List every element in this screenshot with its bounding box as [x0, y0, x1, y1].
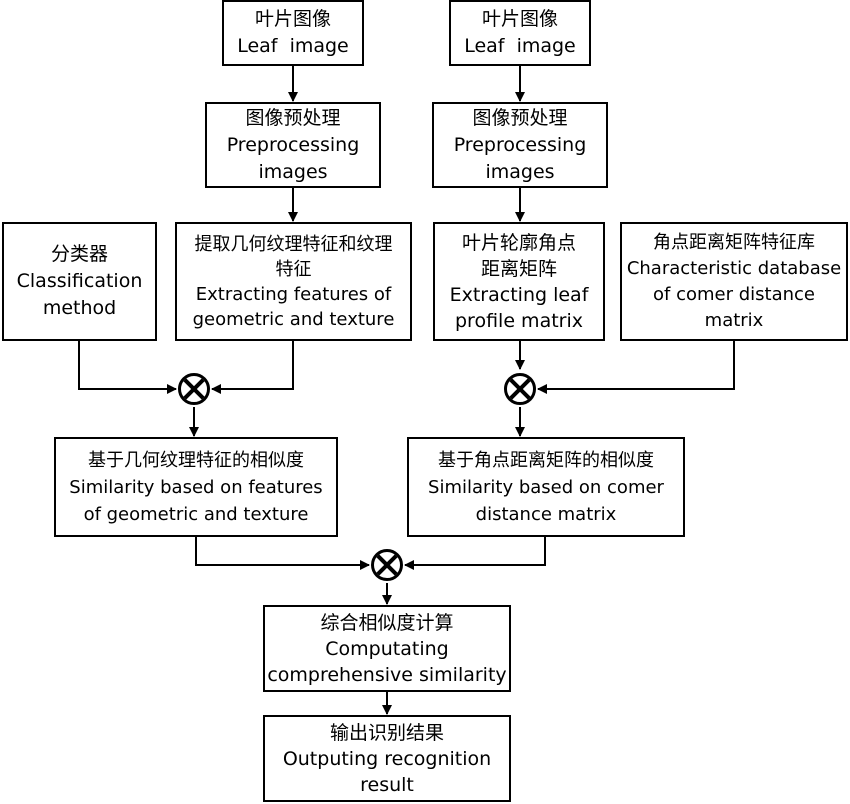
- extract-geo-en2: geometric and texture: [192, 308, 395, 330]
- classifier-en2: method: [42, 297, 117, 319]
- sim-corner-zh: 基于角点距离矩阵的相似度: [438, 449, 654, 471]
- comprehensive-en1: Computating: [325, 637, 449, 660]
- extract-leaf-profile-box: 叶片轮廓角点 距离矩阵 Extracting leaf profile matr…: [433, 222, 605, 341]
- similarity-corner-box: 基于角点距离矩阵的相似度 Similarity based on comer d…: [407, 437, 685, 537]
- leaf-image-box-right: 叶片图像 Leaf image: [449, 0, 591, 66]
- combine-operator-right-icon: [504, 373, 536, 405]
- classifier-box: 分类器 Classification method: [2, 222, 157, 341]
- line-sim-corner-to-op3: [404, 537, 546, 570]
- line-corner-db-to-op2: [537, 341, 735, 394]
- output-en1: Outputing recognition: [282, 747, 492, 770]
- extract-leaf-zh1: 叶片轮廓角点: [461, 231, 576, 254]
- leaf-image-left-zh: 叶片图像: [254, 8, 331, 30]
- preprocess-right-en2: images: [485, 160, 555, 183]
- extract-leaf-zh2: 距离矩阵: [480, 257, 557, 280]
- preprocess-box-left: 图像预处理 Preprocessing images: [205, 102, 381, 188]
- preprocess-right-zh: 图像预处理: [472, 106, 568, 129]
- line-sim-geo-to-op3: [195, 537, 370, 570]
- comprehensive-en2: comprehensive similarity: [267, 663, 507, 686]
- corner-db-zh: 角点距离矩阵特征库: [653, 231, 815, 253]
- leaf-image-right-en: Leaf image: [464, 35, 576, 57]
- corner-db-en2: of comer distance: [653, 283, 815, 305]
- combine-operator-final-icon: [371, 549, 403, 581]
- extract-geo-zh1: 提取几何纹理特征和纹理: [194, 233, 393, 255]
- leaf-image-box-left: 叶片图像 Leaf image: [222, 0, 364, 66]
- extract-leaf-en2: profile matrix: [455, 309, 583, 332]
- line-extract-geo-to-op1: [211, 341, 294, 394]
- sim-geo-zh: 基于几何纹理特征的相似度: [88, 449, 304, 471]
- comprehensive-zh: 综合相似度计算: [320, 611, 454, 634]
- line-classifier-to-op1: [78, 341, 177, 394]
- similarity-geometric-box: 基于几何纹理特征的相似度 Similarity based on feature…: [54, 437, 338, 537]
- sim-geo-en2: of geometric and texture: [83, 503, 309, 525]
- corner-distance-database-box: 角点距离矩阵特征库 Characteristic database of com…: [620, 222, 848, 341]
- leaf-image-left-en: Leaf image: [237, 35, 349, 57]
- classifier-en1: Classification: [16, 270, 143, 292]
- sim-corner-en2: distance matrix: [475, 503, 617, 525]
- preprocess-left-en1: Preprocessing: [226, 133, 360, 156]
- extract-geo-zh2: 特征: [275, 258, 312, 280]
- corner-db-en1: Characteristic database: [626, 257, 842, 279]
- combine-operator-left-icon: [178, 373, 210, 405]
- preprocess-right-en1: Preprocessing: [453, 133, 587, 156]
- sim-corner-en1: Similarity based on comer: [428, 476, 664, 498]
- preprocess-left-en2: images: [258, 160, 328, 183]
- output-zh: 输出识别结果: [329, 721, 444, 744]
- output-en2: result: [360, 773, 414, 796]
- comprehensive-similarity-box: 综合相似度计算 Computating comprehensive simila…: [263, 605, 511, 692]
- preprocess-left-zh: 图像预处理: [245, 106, 341, 129]
- extract-geometric-texture-box: 提取几何纹理特征和纹理 特征 Extracting features of ge…: [175, 222, 412, 341]
- leaf-image-right-zh: 叶片图像: [481, 8, 558, 30]
- preprocess-box-right: 图像预处理 Preprocessing images: [432, 102, 608, 188]
- extract-leaf-en1: Extracting leaf: [449, 283, 589, 306]
- output-result-box: 输出识别结果 Outputing recognition result: [263, 715, 511, 802]
- sim-geo-en1: Similarity based on features: [69, 476, 323, 498]
- corner-db-en3: matrix: [704, 309, 764, 331]
- classifier-zh: 分类器: [50, 243, 108, 265]
- extract-geo-en1: Extracting features of: [195, 283, 392, 305]
